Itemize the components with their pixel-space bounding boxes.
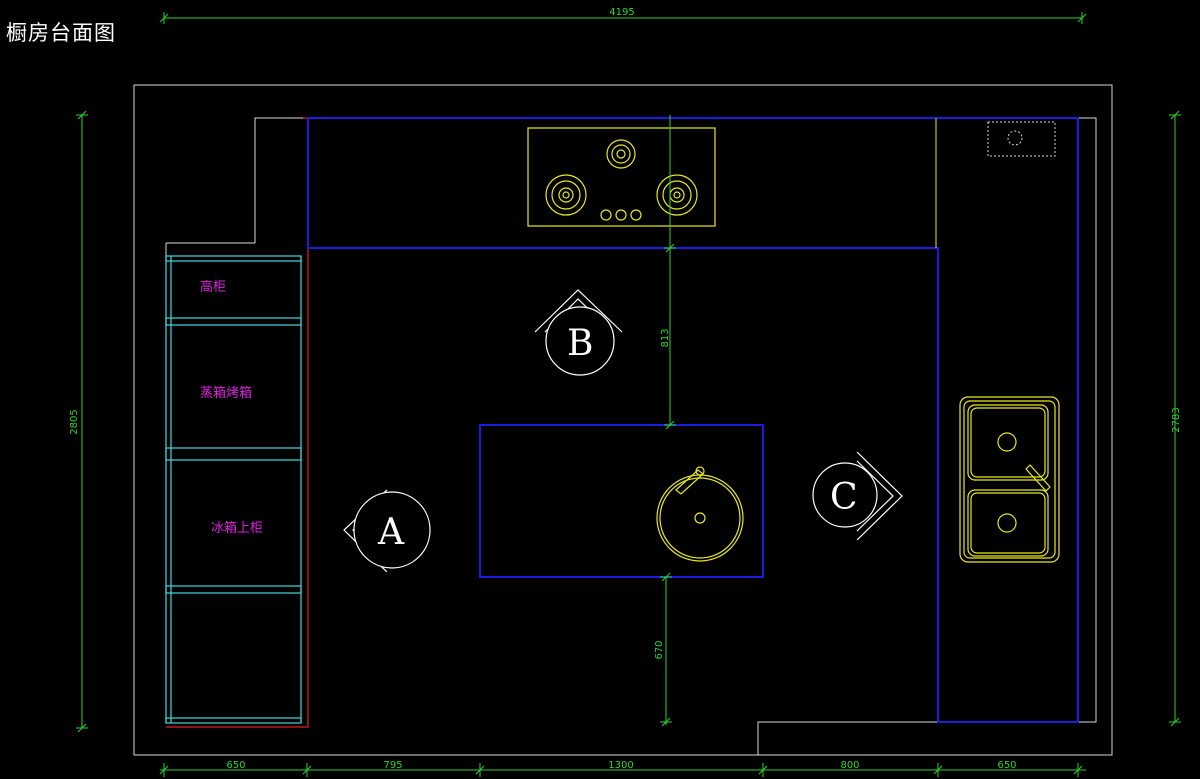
dim-bottom-4: 800: [840, 760, 859, 771]
marker-c-label: C: [830, 477, 858, 518]
dim-bottom-2: 795: [383, 760, 402, 771]
double-sink-bowl-top: [967, 404, 1049, 481]
burner-middle: [606, 139, 636, 169]
tall-cabinets: [165, 255, 302, 724]
view-marker-c: [812, 451, 903, 541]
double-sink-frame-inner: [963, 400, 1056, 559]
dim-bottom-5: 650: [997, 760, 1016, 771]
inner-wall: [254, 117, 1097, 755]
countertops: [307, 117, 1079, 723]
double-sink: [959, 396, 1060, 563]
view-marker-a: [343, 489, 431, 573]
hob-frame: [527, 127, 716, 227]
double-sink-frame: [959, 396, 1060, 563]
gas-hob: [527, 127, 716, 227]
marker-a-label: A: [377, 512, 405, 553]
label-tall-cabinet: 高柜: [200, 279, 226, 295]
cabinet-shelf-4: [165, 585, 302, 594]
room-walls: [133, 84, 1113, 756]
marker-b-label: B: [567, 323, 593, 364]
dashed-circle: [1007, 130, 1023, 146]
cabinet-shelf-3: [165, 447, 302, 461]
burner-right: [656, 174, 698, 216]
cabinet-edge: [166, 117, 309, 728]
double-sink-drain-top: [997, 432, 1017, 452]
island-sink: [656, 466, 744, 562]
main-counter: [307, 117, 1079, 723]
dim-left-overall: 2805: [69, 409, 80, 434]
view-marker-b: [534, 289, 623, 376]
cabinet-shelf-2: [165, 317, 302, 326]
cabinet-shelf-5: [165, 717, 302, 724]
label-fridge-upper: 冰箱上柜: [211, 520, 263, 536]
label-steam-oven: 蒸箱烤箱: [200, 385, 252, 401]
island-sink-faucet: [675, 469, 704, 495]
island-sink-faucet-head: [695, 466, 705, 476]
dashed-rect: [987, 121, 1056, 157]
dim-island-to-counter: 813: [660, 328, 671, 347]
dashed-fixture: [987, 121, 1056, 157]
dim-right-overall: 2783: [1171, 407, 1182, 432]
dim-bottom-1: 650: [226, 760, 245, 771]
dimension-lines: [76, 12, 1181, 777]
dim-top-overall: 4195: [609, 7, 634, 18]
outer-wall: [133, 84, 1113, 756]
cabinet-shelf-1: [165, 255, 302, 262]
dim-bottom-3: 1300: [608, 760, 633, 771]
edge-line: [166, 117, 309, 728]
dim-island-to-wall: 670: [654, 640, 665, 659]
hob-knobs: [600, 209, 642, 221]
double-sink-drain-bottom: [997, 513, 1017, 533]
island-sink-inner: [659, 477, 741, 559]
island-sink-drain: [694, 512, 706, 524]
double-sink-bowl-top-inner: [970, 407, 1046, 478]
double-sink-bowl-bottom-inner: [970, 492, 1046, 554]
island-counter: [479, 424, 764, 578]
burner-left: [545, 174, 587, 216]
double-sink-faucet: [1025, 464, 1051, 492]
double-sink-bowl-bottom: [967, 489, 1049, 557]
drawing-title: 橱房台面图: [6, 21, 116, 45]
island-sink-outer: [656, 474, 744, 562]
